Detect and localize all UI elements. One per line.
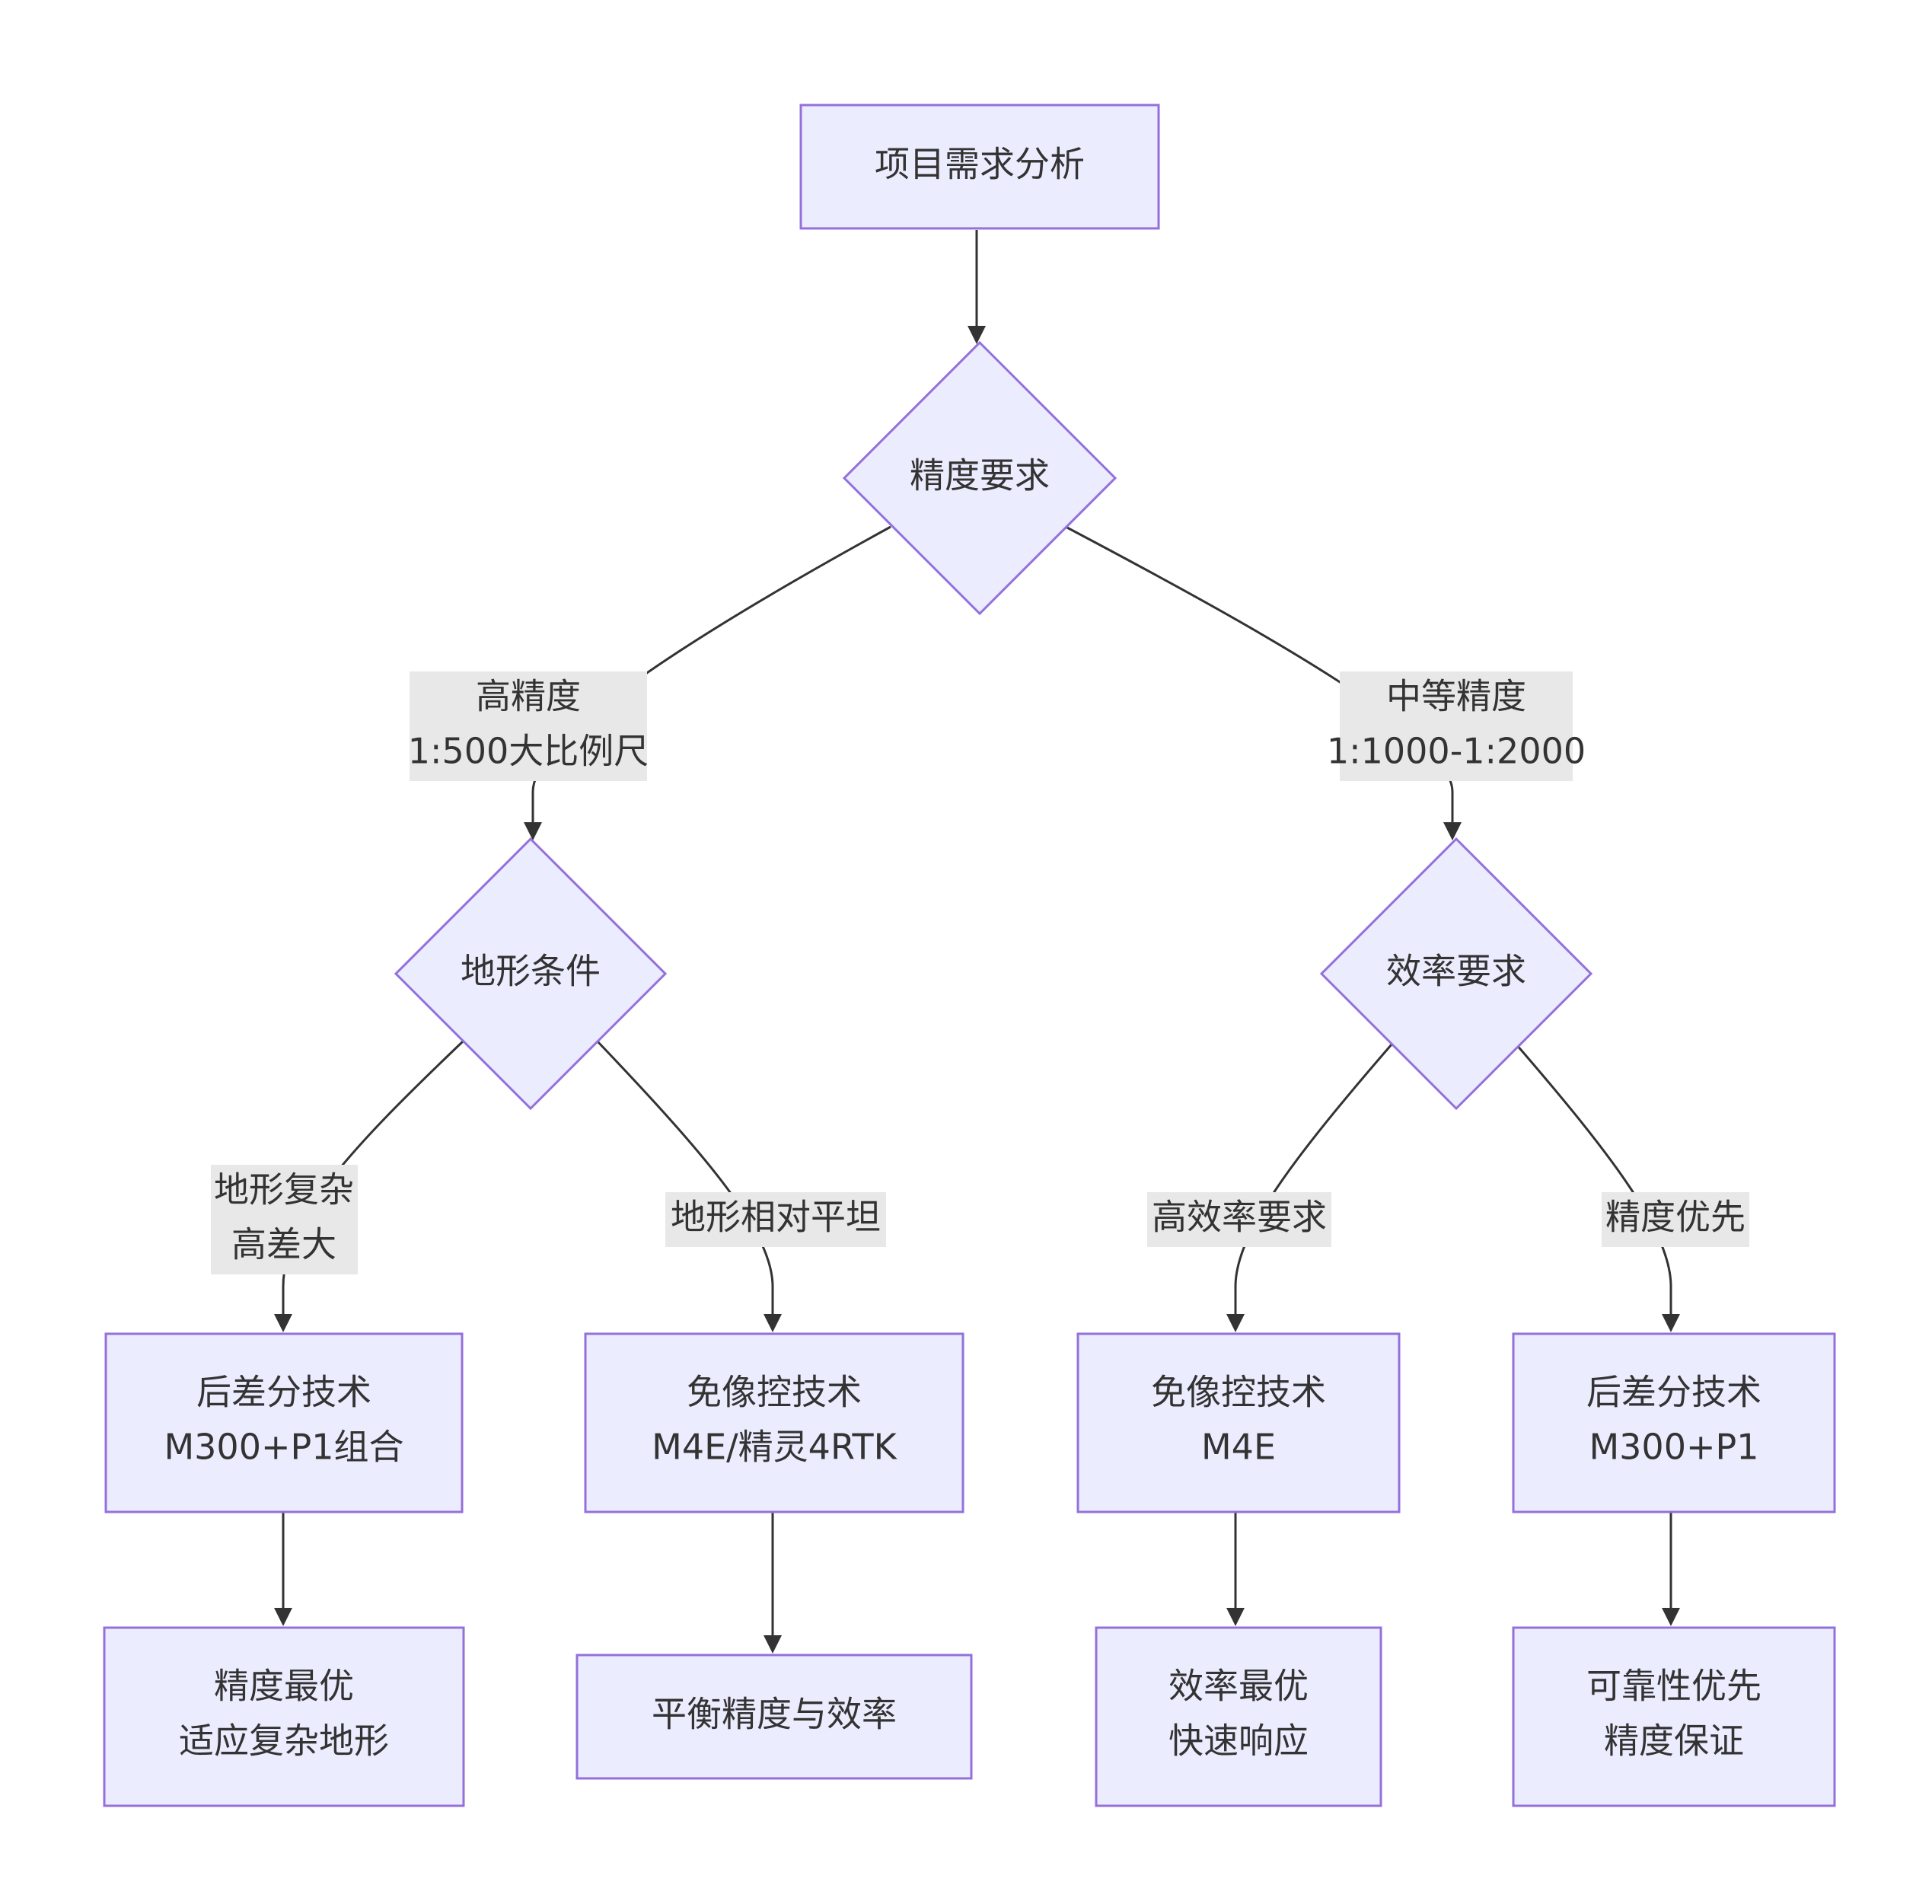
arrowhead bbox=[524, 822, 542, 840]
arrowhead bbox=[274, 1314, 292, 1332]
node-label-line: 地形条件 bbox=[461, 951, 601, 992]
node-label-line: 效率要求 bbox=[1386, 951, 1526, 992]
arrowhead bbox=[764, 1314, 782, 1332]
node-label-line: 项目需求分析 bbox=[875, 144, 1085, 185]
node-label-line: 快速响应 bbox=[1168, 1721, 1309, 1762]
node-label-line: 精度最优 bbox=[214, 1666, 354, 1707]
node-result-best-precision: 精度最优 适应复杂地形 bbox=[103, 1626, 465, 1807]
decision-efficiency-requirement: 效率要求 bbox=[1319, 837, 1593, 1111]
edge-terrain-to-nocontrol-m4e-p4 bbox=[596, 1040, 774, 1317]
edge-label-line: 中等精度 bbox=[1386, 676, 1526, 717]
arrowhead bbox=[1662, 1608, 1680, 1626]
node-label-line: 免像控技术 bbox=[1151, 1372, 1326, 1413]
node-no-control-m4e: 免像控技术 M4E bbox=[1076, 1332, 1401, 1513]
node-result-best-efficiency: 效率最优 快速响应 bbox=[1095, 1626, 1382, 1807]
edge-label-line: 精度优先 bbox=[1605, 1197, 1745, 1238]
edge-label-high-efficiency: 高效率要求 bbox=[1147, 1192, 1331, 1247]
node-label-line: 免像控技术 bbox=[687, 1372, 862, 1413]
node-label-line: 精度要求 bbox=[910, 455, 1050, 496]
decision-terrain-condition: 地形条件 bbox=[394, 837, 668, 1111]
node-label-line: M4E/精灵4RTK bbox=[652, 1427, 897, 1468]
arrowhead bbox=[1226, 1608, 1245, 1626]
node-label-line: 效率最优 bbox=[1168, 1666, 1309, 1707]
node-label-line: 精度保证 bbox=[1604, 1721, 1744, 1762]
edge-label-line: 高差大 bbox=[231, 1224, 336, 1265]
node-label-line: M300+P1 bbox=[1589, 1427, 1758, 1468]
node-label-line: 可靠性优先 bbox=[1586, 1666, 1761, 1707]
edge-label-flat-terrain: 地形相对平坦 bbox=[665, 1192, 886, 1247]
edge-label-precision-first: 精度优先 bbox=[1602, 1192, 1749, 1247]
arrowhead bbox=[1443, 822, 1462, 840]
edge-label-line: 高效率要求 bbox=[1152, 1197, 1327, 1238]
node-label-line: 后差分技术 bbox=[1586, 1372, 1761, 1413]
node-label-line: M4E bbox=[1201, 1427, 1276, 1468]
edge-label-line: 1:1000-1:2000 bbox=[1327, 731, 1586, 772]
edge-label-line: 地形相对平坦 bbox=[671, 1197, 881, 1238]
edge-label-line: 1:500大比例尺 bbox=[408, 731, 649, 772]
arrowhead bbox=[764, 1635, 782, 1654]
node-label-line: 后差分技术 bbox=[196, 1372, 371, 1413]
node-no-control-m4e-phantom4rtk: 免像控技术 M4E/精灵4RTK bbox=[584, 1332, 964, 1513]
node-label-line: 适应复杂地形 bbox=[179, 1721, 389, 1762]
edge-label-high-precision: 高精度 1:500大比例尺 bbox=[408, 671, 649, 781]
node-project-requirement-analysis: 项目需求分析 bbox=[799, 104, 1160, 230]
node-label-line: 平衡精度与效率 bbox=[652, 1694, 897, 1735]
node-label-line: M300+P1组合 bbox=[164, 1427, 403, 1468]
node-ppk-m300-p1: 后差分技术 M300+P1 bbox=[1512, 1332, 1836, 1513]
node-result-reliability: 可靠性优先 精度保证 bbox=[1512, 1626, 1836, 1807]
arrowhead bbox=[1662, 1314, 1680, 1332]
edge-label-medium-precision: 中等精度 1:1000-1:2000 bbox=[1327, 671, 1586, 781]
decision-precision-requirement: 精度要求 bbox=[842, 340, 1117, 616]
arrowhead bbox=[274, 1608, 292, 1626]
edge-label-complex-terrain: 地形复杂 高差大 bbox=[211, 1165, 358, 1274]
edge-efficiency-to-ppk-m300 bbox=[1515, 1044, 1672, 1317]
arrowhead bbox=[968, 326, 986, 344]
edge-label-line: 高精度 bbox=[476, 676, 581, 717]
node-result-balance: 平衡精度与效率 bbox=[575, 1654, 973, 1780]
edge-efficiency-to-nocontrol-m4e bbox=[1234, 1044, 1393, 1317]
arrowhead bbox=[1226, 1314, 1245, 1332]
node-ppk-m300-p1-combo: 后差分技术 M300+P1组合 bbox=[104, 1332, 464, 1513]
edge-label-line: 地形复杂 bbox=[214, 1169, 354, 1210]
